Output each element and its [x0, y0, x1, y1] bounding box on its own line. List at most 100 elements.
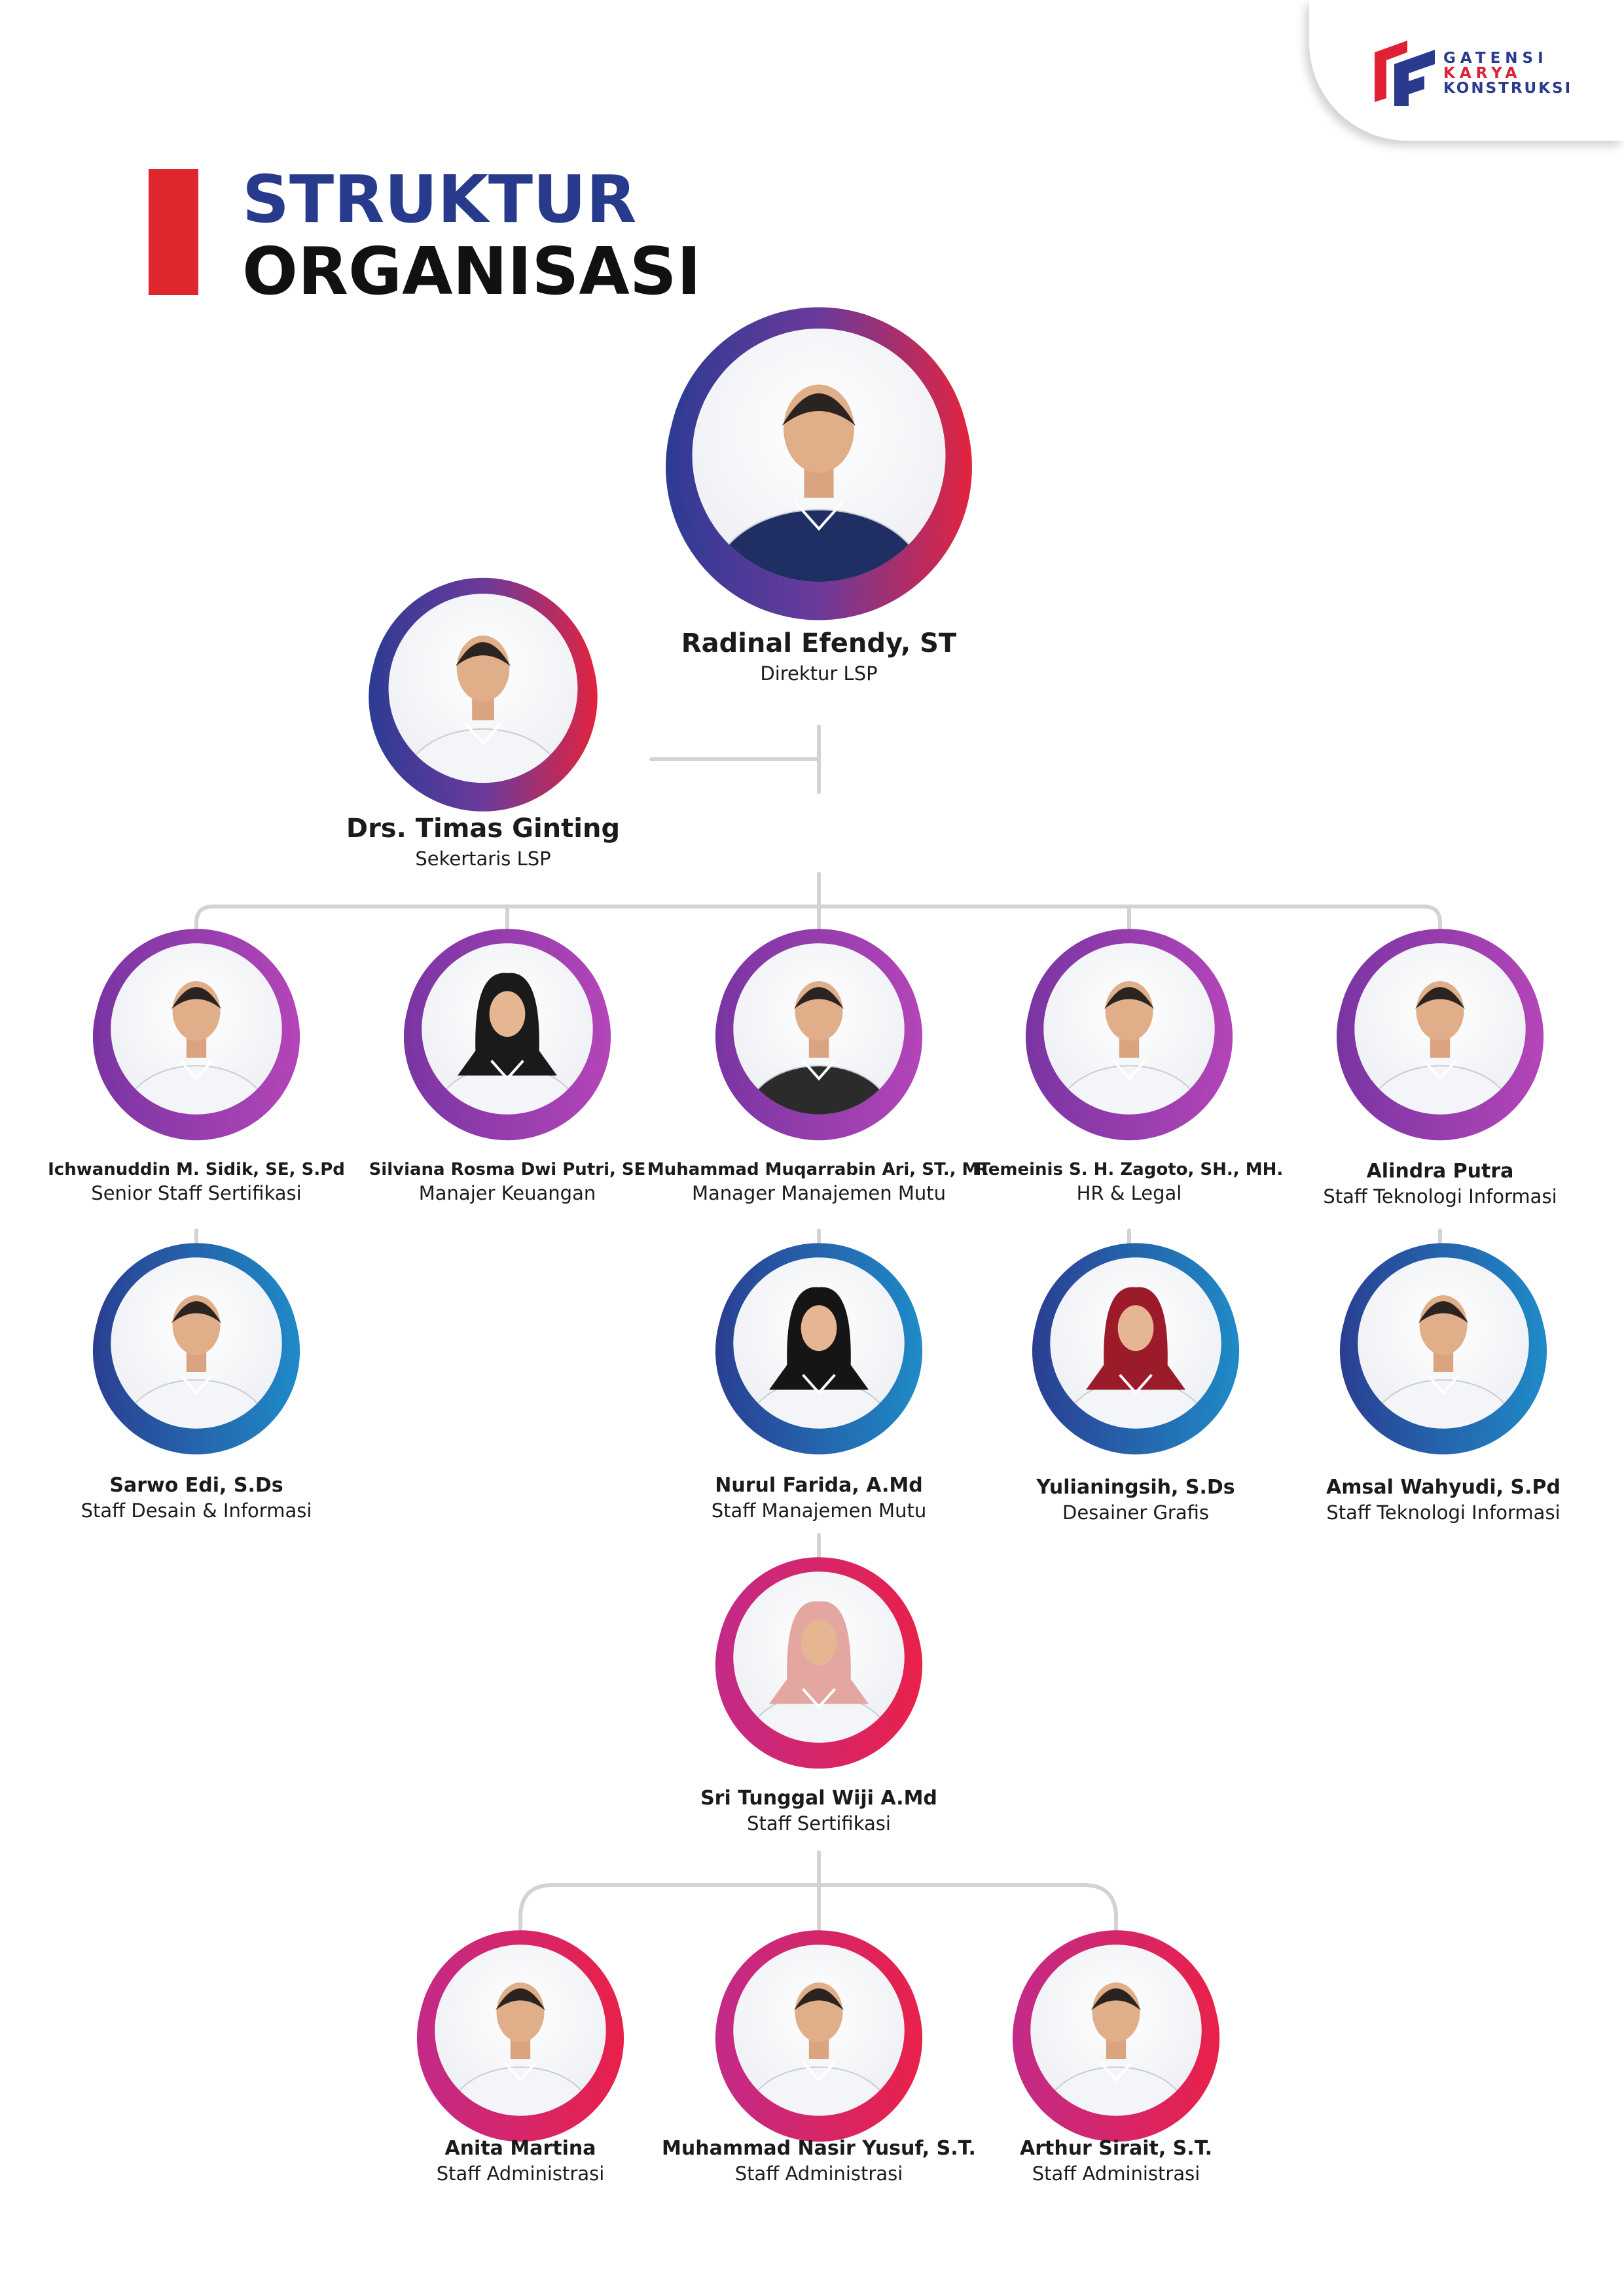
logo-wordmark: GATENSI KARYA KONSTRUKSI	[1443, 51, 1572, 96]
person-role: Staff Teknologi Informasi	[1323, 1185, 1557, 1208]
person-label-arthur: Arthur Sirait, S.T.Staff Administrasi	[920, 2137, 1312, 2185]
ring-outline	[1338, 929, 1542, 1133]
person-role: Manager Manajemen Mutu	[691, 1182, 947, 1204]
person-silhouette-icon	[1063, 1287, 1208, 1429]
person-silhouette-icon	[746, 1601, 892, 1743]
person-name: Sri Tunggal Wiji A.Md	[700, 1787, 937, 1810]
person-name: Radinal Efendy, ST	[681, 628, 957, 658]
person-silhouette-icon	[746, 1982, 892, 2116]
person-silhouette-icon	[1371, 1295, 1516, 1429]
ring-outline	[717, 929, 921, 1133]
person-name: Muhammad Nasir Yusuf, S.T.	[662, 2137, 976, 2160]
portrait-amsal	[1339, 1243, 1547, 1455]
gatensi-logo-icon	[1375, 41, 1435, 106]
person-role: Staff Manajemen Mutu	[711, 1499, 927, 1522]
logo-tab	[1309, 0, 1624, 141]
ring-outline	[1027, 929, 1231, 1133]
person-name: Alindra Putra	[1366, 1160, 1514, 1183]
portrait-arthur	[1012, 1930, 1220, 2142]
page-title-line-1: STRUKTUR	[242, 161, 637, 238]
person-name: Sarwo Edi, S.Ds	[109, 1474, 283, 1497]
ring-outline	[668, 307, 970, 609]
ring-outline	[370, 577, 596, 804]
portrait-direktur	[666, 307, 972, 620]
person-silhouette-icon	[746, 1287, 892, 1429]
portrait-alindra	[1336, 929, 1544, 1141]
person-role: HR & Legal	[1076, 1182, 1182, 1204]
person-name: Drs. Timas Ginting	[346, 814, 621, 844]
portrait-yulianingsih	[1032, 1243, 1240, 1455]
person-silhouette-icon	[1367, 981, 1513, 1115]
ring-outline	[94, 929, 298, 1133]
people-nodes	[92, 307, 1547, 2142]
person-role: Sekertaris LSP	[415, 848, 551, 870]
portrait-ichwanuddin	[92, 929, 300, 1141]
ring-outline	[94, 1243, 298, 1447]
person-role: Staff Desain & Informasi	[81, 1499, 312, 1522]
portrait-sarwo	[92, 1243, 300, 1455]
person-role: Staff Sertifikasi	[747, 1812, 891, 1835]
person-silhouette-icon	[712, 384, 926, 582]
person-silhouette-icon	[448, 1982, 593, 2116]
portrait-nasir	[715, 1930, 923, 2142]
person-role: Manajer Keuangan	[418, 1182, 596, 1204]
person-label-silviana: Silviana Rosma Dwi Putri, SE Manajer Keua…	[311, 1160, 704, 1204]
person-silhouette-icon	[746, 981, 892, 1115]
person-name: Silviana Rosma Dwi Putri, SE	[369, 1160, 646, 1179]
portrait-remeinis	[1025, 929, 1233, 1141]
person-role: Staff Administrasi	[1032, 2162, 1200, 2185]
person-label-direktur: Radinal Efendy, ST Direktur LSP	[623, 628, 1015, 685]
person-silhouette-icon	[1056, 981, 1202, 1115]
person-role: Direktur LSP	[760, 662, 878, 685]
person-name: Amsal Wahyudi, S.Pd	[1326, 1476, 1561, 1499]
title-accent-bar	[149, 169, 198, 295]
logo-line-3: KONSTRUKSI	[1443, 80, 1573, 97]
ring-outline	[717, 1243, 921, 1447]
person-role: Staff Teknologi Informasi	[1326, 1501, 1561, 1524]
portrait-muqarrabin	[715, 929, 923, 1141]
logo-line-2: KARYA	[1443, 65, 1522, 82]
person-label-remeinis: Remeinis S. H. Zagoto, SH., MH. HR & Lega…	[933, 1160, 1326, 1204]
ring-outline	[405, 929, 609, 1133]
person-label-muqarrabin: Muhammad Muqarrabin Ari, ST., MT Manager …	[623, 1160, 1015, 1204]
ring-outline	[418, 1930, 623, 2134]
person-role: Desainer Grafis	[1062, 1501, 1209, 1524]
person-silhouette-icon	[124, 1295, 269, 1429]
person-silhouette-icon	[124, 981, 269, 1115]
person-name: Arthur Sirait, S.T.	[1019, 2137, 1212, 2160]
person-silhouette-icon	[435, 973, 580, 1115]
ring-outline	[1341, 1243, 1545, 1447]
person-name: Ichwanuddin M. Sidik, SE, S.Pd	[48, 1160, 345, 1179]
portrait-anita	[416, 1930, 624, 2142]
page-title-line-2: ORGANISASI	[242, 233, 702, 310]
person-name: Nurul Farida, A.Md	[715, 1474, 923, 1497]
person-silhouette-icon	[1043, 1982, 1189, 2116]
portrait-silviana	[403, 929, 611, 1141]
logo-line-1: GATENSI	[1443, 50, 1548, 67]
ring-outline	[1014, 1930, 1218, 2134]
ring-outline	[717, 1930, 921, 2134]
person-name: Muhammad Muqarrabin Ari, ST., MT	[647, 1160, 991, 1179]
portrait-sekretaris	[369, 577, 598, 812]
person-name: Yulianingsih, S.Ds	[1036, 1476, 1235, 1499]
person-role: Staff Administrasi	[436, 2162, 605, 2185]
person-name: Anita Martina	[444, 2137, 596, 2160]
portrait-nurul	[715, 1243, 923, 1455]
person-name: Remeinis S. H. Zagoto, SH., MH.	[975, 1160, 1284, 1179]
person-role: Senior Staff Sertifikasi	[91, 1182, 302, 1204]
ring-outline	[1034, 1243, 1238, 1447]
ring-outline	[717, 1557, 921, 1761]
person-silhouette-icon	[403, 636, 563, 783]
portrait-sri	[715, 1557, 923, 1769]
person-label-nasir: Muhammad Nasir Yusuf, S.T.Staff Administ…	[623, 2137, 1015, 2185]
